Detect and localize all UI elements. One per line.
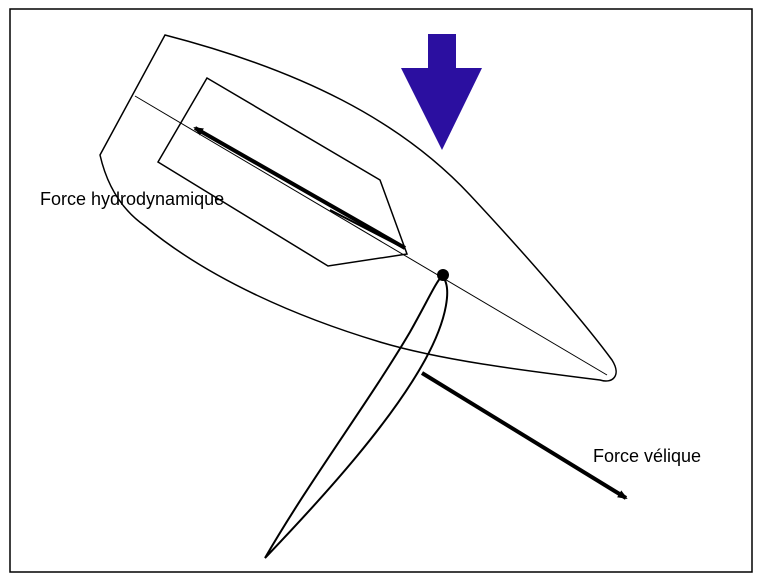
- sail-force-arrow: [420, 371, 628, 500]
- hull-outline: [99, 34, 617, 382]
- hull-centerline: [134, 95, 608, 376]
- diagram-frame: [9, 8, 753, 573]
- keel-outline: [156, 76, 409, 267]
- wind-arrow-icon: [401, 34, 482, 150]
- hydro-force-arrow: [193, 126, 406, 250]
- sail-force-label: Force vélique: [593, 446, 701, 466]
- hydro-force-label: Force hydrodynamique: [40, 189, 224, 209]
- sail-shape: [264, 274, 449, 559]
- hydro-force-arrow-shaft-detail: [329, 209, 401, 247]
- mast-pivot: [437, 269, 449, 281]
